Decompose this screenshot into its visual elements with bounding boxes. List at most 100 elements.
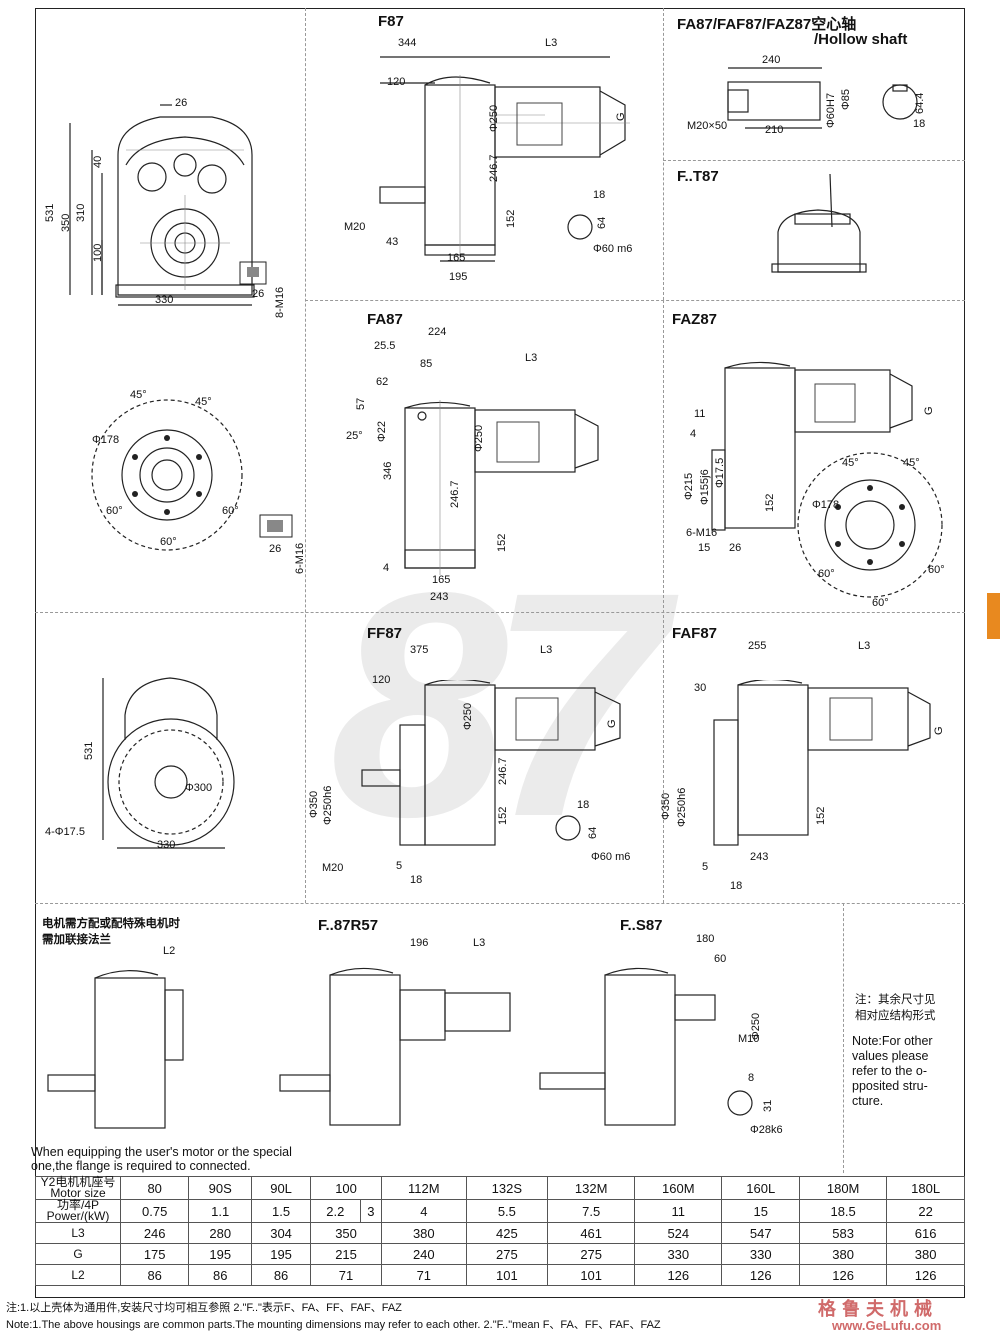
dim-label: Φ178 bbox=[92, 434, 120, 446]
dim-label: Φ250 bbox=[462, 702, 474, 730]
title-fs87: F..S87 bbox=[620, 917, 663, 934]
title-ff87: FF87 bbox=[367, 625, 403, 642]
dim-label: 85 bbox=[420, 358, 433, 370]
dim-label: 120 bbox=[387, 76, 406, 88]
dim-label: Φ250h6 bbox=[676, 787, 688, 827]
other-note-en: Note:For other values please refer to th… bbox=[852, 1034, 933, 1109]
dim-label: 375 bbox=[410, 644, 429, 656]
table-cell: 461 bbox=[547, 1222, 636, 1244]
table-cell: 100 bbox=[310, 1176, 383, 1200]
dim-label: 4 bbox=[690, 428, 697, 440]
f87r57-drawing bbox=[279, 967, 511, 1126]
drawing-frame bbox=[35, 8, 965, 1298]
table-cell: 7.5 bbox=[547, 1199, 636, 1223]
table-cell: 195 bbox=[188, 1243, 253, 1265]
dim-label: 62 bbox=[376, 376, 389, 388]
dim-label: 210 bbox=[765, 124, 784, 136]
table-cell: 175 bbox=[119, 1243, 190, 1265]
dim-label: 152 bbox=[505, 209, 517, 228]
dim-label: Φ60 m6 bbox=[593, 243, 633, 255]
table-cell: 524 bbox=[634, 1222, 723, 1244]
front-view-drawing bbox=[69, 104, 267, 306]
dim-label: 45° bbox=[195, 396, 212, 408]
table-cell: 425 bbox=[465, 1222, 549, 1244]
dim-label: 330 bbox=[157, 839, 176, 851]
dim-label: G bbox=[606, 719, 618, 728]
dim-label: 60 bbox=[714, 953, 727, 965]
dim-label: L3 bbox=[525, 352, 538, 364]
flange-note-cn-1: 电机需方配或配特殊电机时 bbox=[42, 918, 180, 930]
dim-label: 310 bbox=[75, 203, 87, 222]
dim-label: Φ22 bbox=[376, 420, 388, 442]
dim-label: M10 bbox=[738, 1033, 760, 1045]
dim-label: 26 bbox=[175, 97, 188, 109]
table-cell: 547 bbox=[721, 1222, 801, 1244]
dim-label: Φ250h6 bbox=[322, 785, 334, 825]
dim-label: 26 bbox=[729, 542, 742, 554]
other-note-line: values please bbox=[852, 1049, 929, 1063]
dim-label: 165 bbox=[432, 574, 451, 586]
dim-label: 246.7 bbox=[449, 480, 461, 508]
dim-label: 60° bbox=[872, 597, 889, 609]
table-cell: 11 bbox=[634, 1199, 723, 1223]
table-cell: 71 bbox=[310, 1264, 383, 1286]
dim-label: 6-M16 bbox=[686, 527, 718, 539]
row-label: L2 bbox=[35, 1264, 121, 1286]
dim-label: 5 bbox=[702, 861, 709, 873]
table-cell: 1.5 bbox=[251, 1199, 312, 1223]
dim-label: Φ250 bbox=[473, 424, 485, 452]
table-cell: 616 bbox=[886, 1222, 965, 1244]
table-cell: 86 bbox=[251, 1264, 312, 1286]
table-cell: 126 bbox=[721, 1264, 801, 1286]
table-cell: 583 bbox=[799, 1222, 888, 1244]
table-cell: 330 bbox=[634, 1243, 723, 1265]
table-cell: 0.75 bbox=[119, 1199, 190, 1223]
table-row: G 175 195 195 215 240 275 275 330 330 38… bbox=[35, 1243, 965, 1265]
table-cell: 160L bbox=[721, 1176, 801, 1200]
dim-label: 15 bbox=[698, 542, 711, 554]
dim-label: 26 bbox=[252, 288, 265, 300]
table-cell: 350 bbox=[310, 1222, 383, 1244]
dim-label: Φ215 bbox=[683, 472, 695, 500]
dim-label: 152 bbox=[497, 806, 509, 825]
fa87-drawing bbox=[404, 400, 599, 575]
dim-label: 224 bbox=[428, 326, 447, 338]
row-label: G bbox=[35, 1243, 121, 1265]
dim-label: 152 bbox=[764, 493, 776, 512]
table-cell: 215 bbox=[310, 1243, 383, 1265]
table-cell: 280 bbox=[188, 1222, 253, 1244]
table-cell: 195 bbox=[251, 1243, 312, 1265]
dim-label: 25° bbox=[346, 430, 363, 442]
dim-label: L2 bbox=[163, 945, 176, 957]
divider bbox=[663, 8, 664, 300]
equip-note-en-1: When equipping the user's motor or the s… bbox=[31, 1145, 292, 1159]
dim-label: Φ250 bbox=[488, 104, 500, 132]
dim-label: 120 bbox=[372, 674, 391, 686]
other-note-line: cture. bbox=[852, 1094, 884, 1108]
dim-label: 64 bbox=[587, 826, 599, 839]
table-cell: 240 bbox=[381, 1243, 467, 1265]
dim-label: 531 bbox=[44, 203, 56, 222]
title-fa87: FA87 bbox=[367, 311, 403, 328]
dim-label: 165 bbox=[447, 252, 466, 264]
dim-label: M20 bbox=[344, 221, 366, 233]
dim-label: 350 bbox=[60, 213, 72, 232]
dim-label: 18 bbox=[593, 189, 606, 201]
table-cell: 15 bbox=[721, 1199, 801, 1223]
watermark-87: 87 bbox=[330, 525, 666, 883]
dim-label: 57 bbox=[355, 397, 367, 410]
table-cell: 3 bbox=[359, 1199, 383, 1223]
l2-flange-drawing bbox=[47, 970, 184, 1129]
table-cell: 380 bbox=[799, 1243, 888, 1265]
dim-label: L3 bbox=[473, 937, 486, 949]
table-cell: 71 bbox=[381, 1264, 467, 1286]
ff87-front-drawing bbox=[102, 677, 235, 849]
title-f87r57: F..87R57 bbox=[318, 917, 379, 934]
dim-label: 255 bbox=[748, 640, 767, 652]
table-cell: 1.1 bbox=[188, 1199, 253, 1223]
brand-url: www.GeLufu.com bbox=[832, 1318, 942, 1333]
flange-view-drawing bbox=[91, 399, 243, 551]
dim-label: 64 bbox=[596, 216, 608, 229]
dim-label: 25.5 bbox=[374, 340, 396, 352]
dim-label: M20 bbox=[322, 862, 344, 874]
